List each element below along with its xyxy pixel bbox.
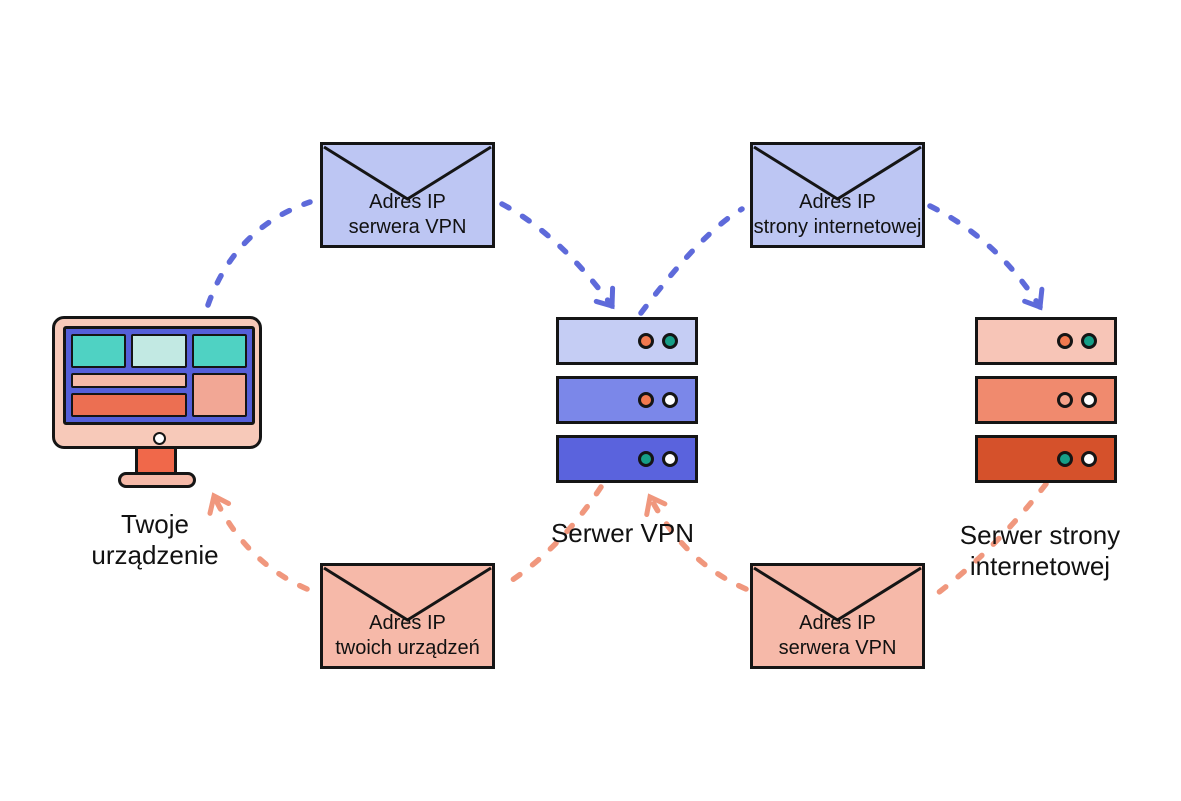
server-led-green: [1057, 451, 1073, 467]
device-illustration: [52, 316, 262, 491]
server-bar: [975, 435, 1117, 483]
monitor-icon: [52, 316, 262, 449]
envelope-text-line1: Adres IP: [799, 191, 876, 213]
arrow-web-server-to-envelope-return: [931, 481, 1049, 599]
envelope-text-line2: serwera VPN: [778, 637, 897, 659]
envelope-your-device-ip: Adres IP twoich urządzeń: [320, 563, 495, 669]
screen-tile: [191, 334, 247, 368]
screen-bar: [71, 393, 187, 417]
arrow-envelope-site-ip-to-web-server: [927, 203, 1045, 311]
website-server-illustration: [975, 317, 1117, 483]
arrow-envelope-vpn-ip-to-vpn-server: [499, 201, 616, 310]
device-label-line1: Twoje: [121, 509, 189, 539]
envelope-flap-icon: [323, 145, 492, 201]
arrow-vpn-server-to-envelope-site-ip: [638, 206, 745, 316]
monitor-screen: [63, 326, 255, 425]
server-led-green: [662, 333, 678, 349]
screen-panel: [191, 373, 247, 417]
monitor-camera-dot: [153, 432, 166, 445]
envelope-flap-icon: [323, 566, 492, 622]
server-led-white: [1081, 392, 1097, 408]
envelope-text-line2: serwera VPN: [348, 216, 467, 238]
arrow-device-to-envelope-vpn-ip: [205, 199, 313, 308]
envelope-website-ip: Adres IP strony internetowej: [750, 142, 925, 248]
server-led-orange: [1057, 333, 1073, 349]
server-led-white: [1081, 451, 1097, 467]
vpn-server-illustration: [556, 317, 698, 483]
website-server-label-line1: Serwer strony: [959, 520, 1121, 550]
envelope-text-line1: Adres IP: [369, 612, 446, 634]
envelope-text-line1: Adres IP: [369, 191, 446, 213]
screen-tile: [131, 334, 187, 368]
screen-bar: [71, 373, 187, 388]
envelope-text-line2: strony internetowej: [753, 216, 922, 238]
envelope-vpn-server-ip-outgoing: Adres IP serwera VPN: [320, 142, 495, 248]
server-bar: [556, 317, 698, 365]
server-led-salmon: [1057, 392, 1073, 408]
arrow-envelope-return-to-vpn-server: [644, 493, 749, 592]
server-bar: [556, 376, 698, 424]
device-label: Twoje urządzenie: [30, 509, 280, 571]
server-bar: [975, 317, 1117, 365]
screen-tile: [71, 334, 127, 368]
arrow-vpn-server-to-envelope-device-ip: [500, 484, 604, 589]
device-label-line2: urządzenie: [91, 540, 219, 570]
website-server-label-line2: internetowej: [969, 551, 1111, 581]
server-led-green: [638, 451, 654, 467]
website-server-label: Serwer strony internetowej: [925, 520, 1155, 582]
envelope-text-line2: twoich urządzeń: [335, 637, 480, 659]
server-led-orange: [638, 392, 654, 408]
envelope-flap-icon: [753, 145, 922, 201]
server-led-white: [662, 392, 678, 408]
server-bar: [975, 376, 1117, 424]
server-led-green: [1081, 333, 1097, 349]
server-bar: [556, 435, 698, 483]
arrow-envelope-device-ip-to-device: [207, 492, 310, 592]
server-led-white: [662, 451, 678, 467]
server-led-orange: [638, 333, 654, 349]
vpn-server-label: Serwer VPN: [550, 518, 695, 548]
envelope-flap-icon: [753, 566, 922, 622]
monitor-base: [118, 472, 196, 488]
envelope-text-line1: Adres IP: [799, 612, 876, 634]
envelope-vpn-server-ip-return: Adres IP serwera VPN: [750, 563, 925, 669]
